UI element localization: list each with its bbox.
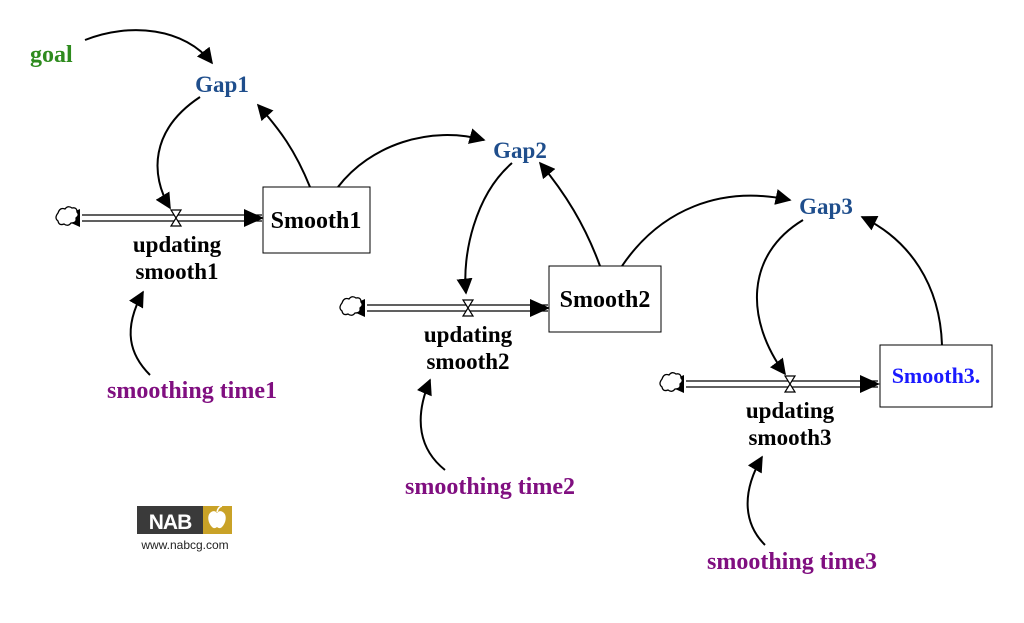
- gap2-label[interactable]: Gap2: [493, 138, 547, 163]
- cloud-source-icon: [339, 296, 363, 316]
- flow3-label-line2: smooth3: [748, 425, 831, 450]
- stock-smooth1[interactable]: Smooth1: [262, 186, 371, 254]
- nab-logo: NAB www.nabcg.com: [137, 505, 232, 552]
- stock-smooth1-label: Smooth1: [271, 208, 362, 234]
- smoothing-time3-label[interactable]: smoothing time3: [707, 549, 877, 575]
- logo-brand: NAB: [149, 511, 192, 534]
- flow-pipe-1: [60, 209, 264, 227]
- flow-pipe-2: [345, 299, 550, 317]
- link-smooth2-to-gap2: [538, 161, 601, 267]
- goal-label[interactable]: goal: [30, 42, 73, 68]
- stock-smooth2[interactable]: Smooth2: [548, 265, 662, 333]
- flow2-label-line2: smooth2: [426, 349, 509, 374]
- link-gap2-to-updating2: [456, 162, 513, 295]
- link-time1-to-updating1: [129, 290, 151, 376]
- gap3-label[interactable]: Gap3: [799, 194, 853, 219]
- apple-icon: [208, 511, 226, 529]
- link-time2-to-updating2: [417, 378, 446, 471]
- cloud-source-icon: [55, 206, 79, 226]
- stock-smooth3[interactable]: Smooth3.: [879, 344, 993, 408]
- smoothing-time2-label[interactable]: smoothing time2: [405, 474, 575, 500]
- smoothing-time1-label[interactable]: smoothing time1: [107, 378, 277, 404]
- gap1-label[interactable]: Gap1: [195, 72, 249, 97]
- stock-smooth2-label: Smooth2: [560, 287, 651, 313]
- valve-icon[interactable]: [461, 299, 475, 317]
- valve-icon[interactable]: [169, 209, 183, 227]
- link-time3-to-updating3: [746, 455, 766, 546]
- stock-smooth3-label: Smooth3.: [892, 363, 981, 388]
- link-gap1-to-updating1: [155, 96, 201, 210]
- flow1-label-line2: smooth1: [135, 259, 218, 284]
- valve-icon[interactable]: [783, 375, 797, 393]
- link-smooth1-to-gap1: [256, 103, 311, 188]
- link-smooth1-to-gap2: [337, 128, 486, 188]
- link-gap3-to-updating3: [755, 219, 804, 376]
- link-goal-to-gap1: [84, 29, 213, 65]
- link-smooth2-to-gap3: [621, 189, 792, 267]
- flow-pipe-3: [664, 375, 880, 393]
- cloud-source-icon: [659, 372, 683, 392]
- flow3-label-line1: updating: [746, 398, 835, 423]
- flow1-label-line1: updating: [133, 232, 222, 257]
- link-smooth3-to-gap3: [860, 216, 943, 346]
- logo-url: www.nabcg.com: [140, 538, 228, 552]
- flow2-label-line1: updating: [424, 322, 513, 347]
